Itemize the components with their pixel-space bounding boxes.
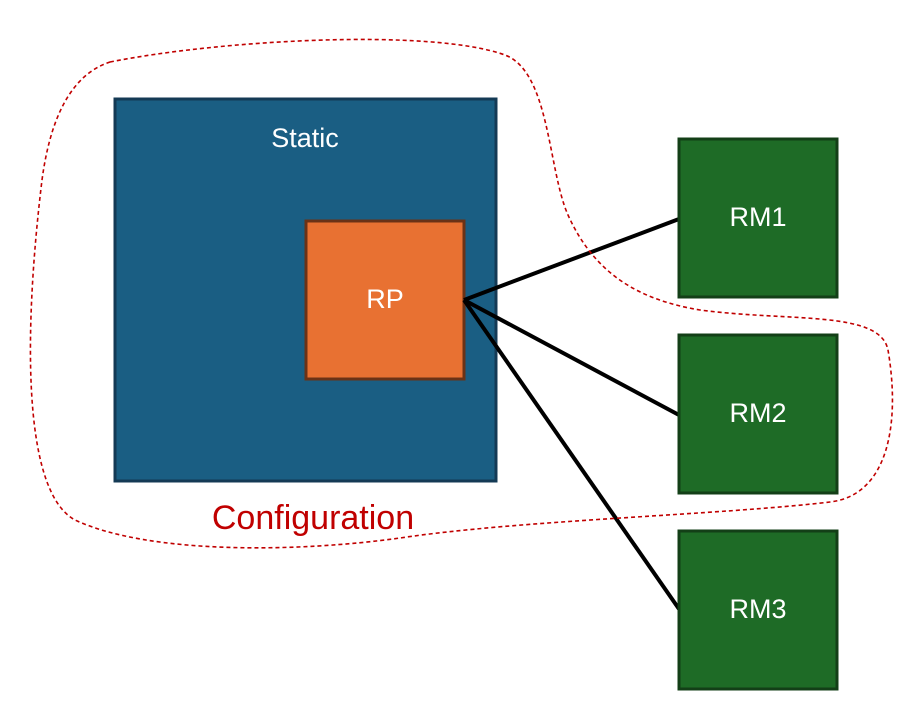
rm2-box [677,333,839,495]
configuration-label: Configuration [212,499,414,537]
configuration-boundary [29,38,894,549]
rm3-box [677,529,839,691]
connector-rp-rm1 [463,217,680,302]
connector-rp-rm3 [462,298,681,611]
rm2-label: RM2 [729,398,786,428]
rp-label: RP [366,284,404,314]
rm1-box [677,137,839,299]
connector-rp-rm2 [463,298,680,417]
static-region-label: Static [271,123,339,153]
rm3-label: RM3 [729,594,786,624]
rm1-label: RM1 [729,202,786,232]
rp-box [304,219,466,381]
